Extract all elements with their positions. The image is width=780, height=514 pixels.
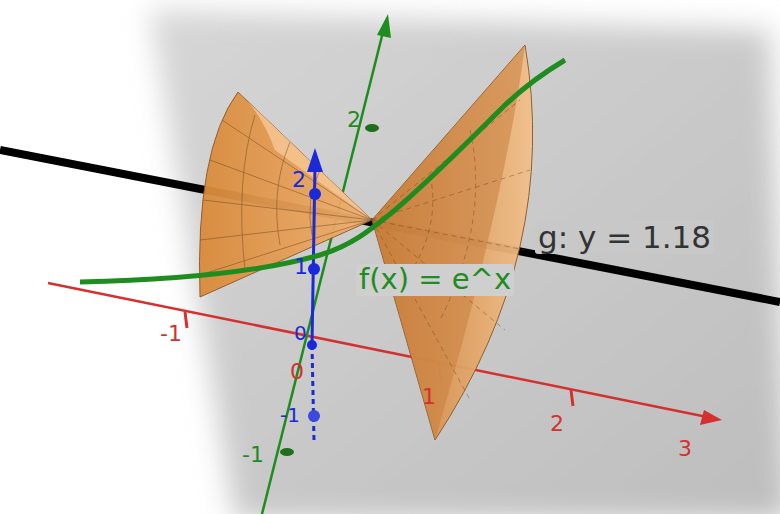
axis-tick-label: 0 [294, 322, 307, 344]
axis-tick-label: 1 [422, 385, 436, 409]
axis-tick-label: 2 [292, 168, 306, 192]
axis-tick-label: 2 [550, 412, 564, 436]
axis-tick-label: 2 [347, 108, 361, 132]
axis-tick-label: 0 [290, 360, 304, 384]
axis-tick-label: -1 [160, 322, 182, 346]
axis-tick-label: 3 [678, 437, 692, 461]
axis-tick-label: 1 [294, 255, 308, 279]
axis-tick-label: -1 [280, 404, 300, 426]
line-equation: g: y = 1.18 [535, 220, 714, 254]
axis-tick-label: -1 [242, 443, 264, 467]
function-equation: f(x) = e^x [356, 264, 514, 296]
